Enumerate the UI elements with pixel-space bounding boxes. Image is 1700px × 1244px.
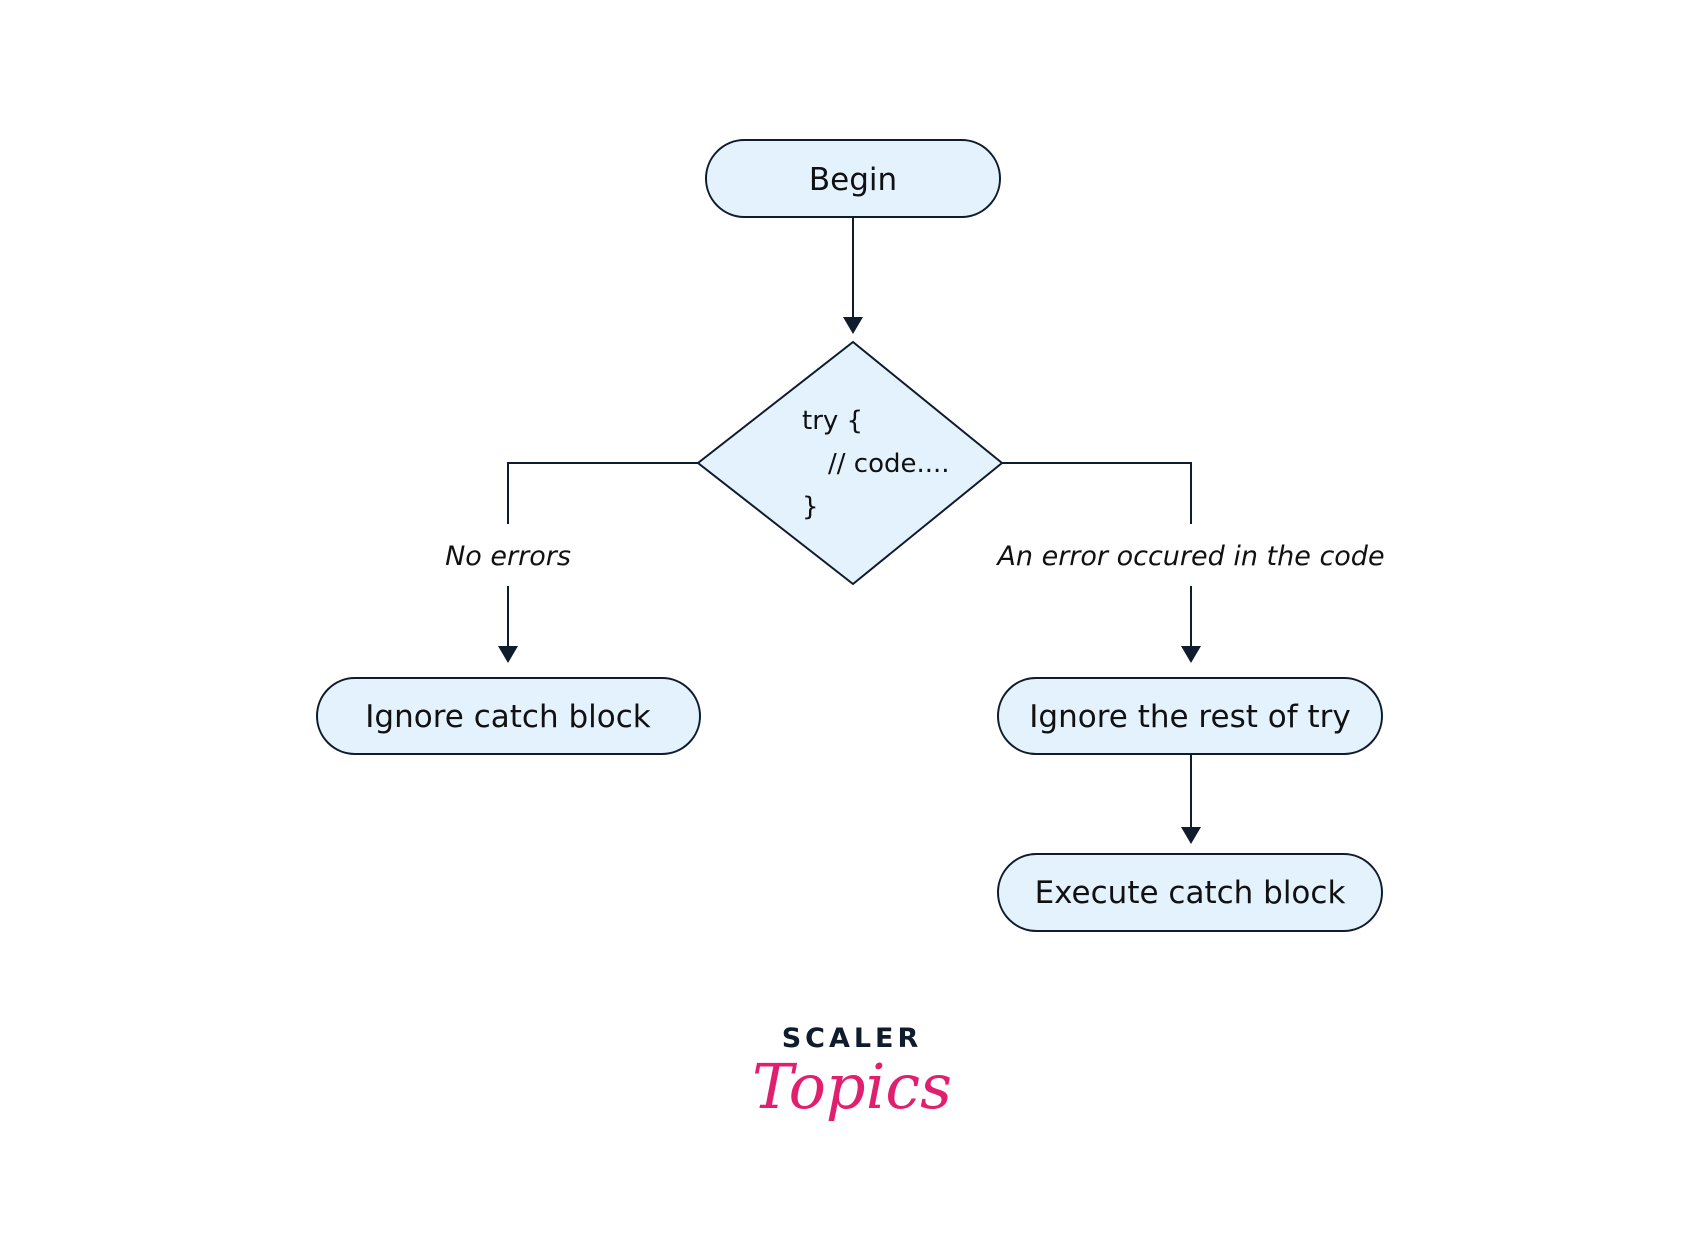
node-try-decision: try { // code.... } <box>696 340 1004 586</box>
code-line-close: } <box>802 492 819 522</box>
edge-error-occurred: An error occured in the code <box>995 462 1385 663</box>
edge-label-error-occurred: An error occured in the code <box>995 541 1384 572</box>
ignore-catch-label: Ignore catch block <box>365 699 650 735</box>
connector-line <box>1002 462 1192 524</box>
node-begin: Begin <box>705 139 1001 218</box>
arrowhead-icon <box>843 317 863 334</box>
edge-begin-to-try <box>843 217 863 334</box>
edge-no-errors: No errors <box>445 462 698 663</box>
node-ignore-rest-of-try: Ignore the rest of try <box>997 677 1383 755</box>
arrowhead-icon <box>1181 646 1201 663</box>
edge-ignore-rest-to-execute-catch <box>1181 754 1201 844</box>
code-line-comment: // code.... <box>828 449 950 479</box>
node-ignore-catch-block: Ignore catch block <box>316 677 701 755</box>
logo-scaler-text: SCALER <box>782 1023 923 1054</box>
begin-label: Begin <box>809 162 897 198</box>
arrowhead-icon <box>1181 827 1201 844</box>
logo-topics-text: Topics <box>752 1050 952 1123</box>
ignore-catch-terminator-shape <box>316 677 701 755</box>
edge-label-no-errors: No errors <box>445 541 571 572</box>
execute-catch-label: Execute catch block <box>1035 875 1346 911</box>
code-line-try: try { <box>802 406 863 436</box>
try-decision-diamond <box>696 340 1004 586</box>
arrowhead-icon <box>498 646 518 663</box>
connector-line <box>507 462 698 524</box>
scaler-topics-logo: SCALER Topics <box>752 1023 952 1123</box>
execute-catch-terminator-shape <box>997 853 1383 932</box>
ignore-rest-label: Ignore the rest of try <box>1029 699 1350 735</box>
node-execute-catch-block: Execute catch block <box>997 853 1383 932</box>
